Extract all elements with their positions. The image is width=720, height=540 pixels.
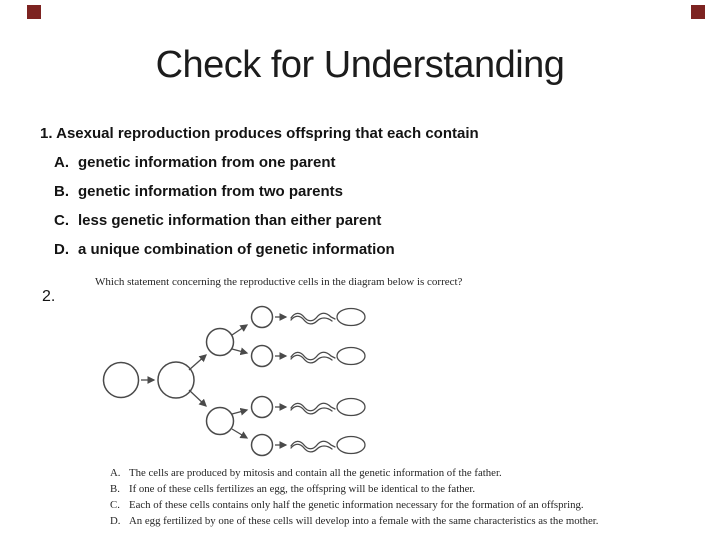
option-letter: C. [54, 212, 69, 229]
dividing-cell [157, 361, 195, 399]
daughter-cell-bottom [205, 406, 235, 436]
option-text: genetic information from one parent [78, 154, 336, 171]
question-1-block: 1. Asexual reproduction produces offspri… [40, 119, 479, 264]
image-question-prompt: Which statement concerning the reproduct… [95, 276, 463, 288]
gamete-cell-4 [250, 433, 274, 457]
option-text: An egg fertilized by one of these cells … [129, 515, 599, 527]
gamete-cell-1 [250, 305, 274, 329]
division-arrows [141, 313, 288, 449]
option-text: a unique combination of genetic informat… [78, 241, 395, 258]
option-text: less genetic information than either par… [78, 212, 382, 229]
image-option-b: B. If one of these cells fertilizes an e… [110, 481, 599, 497]
option-letter: D. [54, 241, 69, 258]
accent-square-left [27, 5, 41, 19]
option-letter: B. [54, 183, 69, 200]
parent-cell [102, 361, 140, 399]
sperm-cell-4 [290, 435, 366, 455]
image-option-d: D. An egg fertilized by one of these cel… [110, 513, 599, 529]
option-letter: C. [110, 499, 120, 511]
option-letter: B. [110, 483, 120, 495]
option-text: genetic information from two parents [78, 183, 344, 200]
image-answer-options: A. The cells are produced by mitosis and… [110, 465, 599, 529]
gamete-cell-3 [250, 395, 274, 419]
gamete-cell-2 [250, 344, 274, 368]
daughter-cell-top [205, 327, 235, 357]
cell-division-diagram [102, 305, 366, 457]
option-text: The cells are produced by mitosis and co… [129, 467, 502, 479]
question-1-option-a: A. genetic information from one parent [54, 148, 479, 177]
question-1-option-d: D. a unique combination of genetic infor… [54, 235, 479, 264]
accent-square-right [691, 5, 705, 19]
question-1-option-b: B. genetic information from two parents [54, 177, 479, 206]
sperm-cell-3 [290, 397, 366, 417]
image-option-c: C. Each of these cells contains only hal… [110, 497, 599, 513]
option-letter: A. [54, 154, 69, 171]
sperm-cell-1 [290, 307, 366, 327]
option-letter: D. [110, 515, 121, 527]
option-text: If one of these cells fertilizes an egg,… [129, 483, 476, 495]
question-1-prompt: 1. Asexual reproduction produces offspri… [40, 125, 479, 142]
option-letter: A. [110, 467, 121, 479]
slide-title: Check for Understanding [155, 44, 565, 86]
option-text: Each of these cells contains only half t… [129, 499, 584, 511]
question-1-option-c: C. less genetic information than either … [54, 206, 479, 235]
sperm-cell-2 [290, 346, 366, 366]
image-option-a: A. The cells are produced by mitosis and… [110, 465, 599, 481]
question-2-number: 2. [42, 288, 56, 305]
